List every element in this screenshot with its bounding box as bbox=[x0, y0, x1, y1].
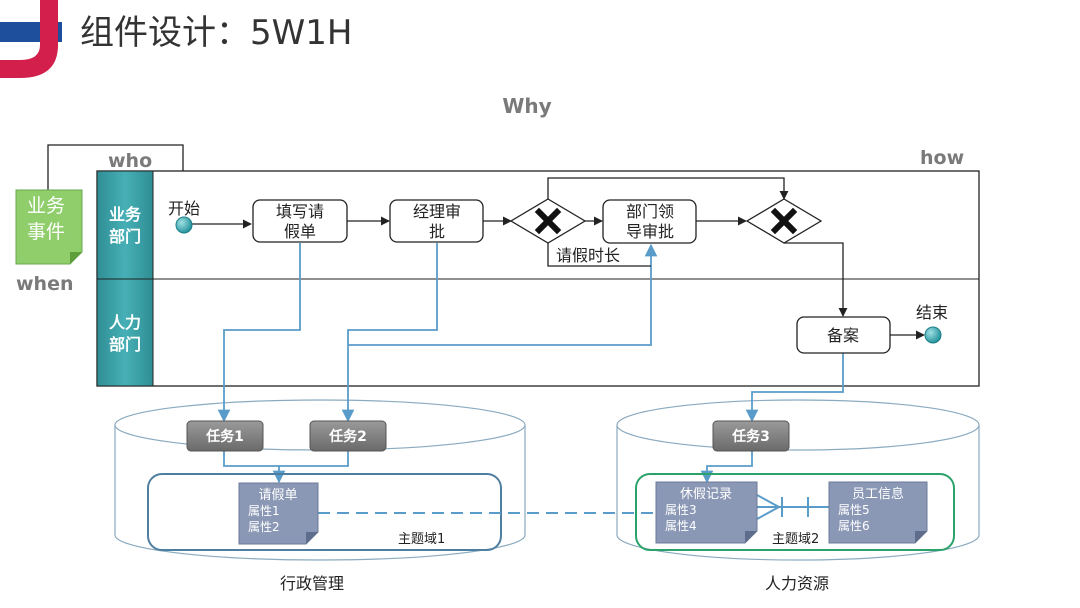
gateway-x-icon bbox=[534, 207, 562, 235]
brand-logo bbox=[0, 0, 62, 78]
label-when: when bbox=[16, 273, 74, 295]
entity-employee-attr2: 属性6 bbox=[838, 519, 870, 533]
connector-step1-task1 bbox=[217, 243, 301, 423]
activity-fill-form: 填写请 假单 bbox=[252, 199, 348, 243]
swimlane-pool: 业务 部门 人力 部门 bbox=[96, 170, 980, 387]
lane-hr-line1: 人力 bbox=[109, 313, 141, 332]
relation-record-employee bbox=[756, 494, 829, 520]
entity-leave-form: 请假单 属性1 属性2 bbox=[238, 482, 319, 545]
entity-leave-record: 休假记录 属性3 属性4 bbox=[655, 481, 758, 544]
activity-fill-form-line1: 填写请 bbox=[276, 202, 324, 221]
task-2: 任务2 bbox=[309, 420, 387, 452]
lane-header-business bbox=[96, 170, 154, 280]
task-3-label: 任务3 bbox=[731, 428, 770, 445]
activity-manager-line2: 批 bbox=[429, 222, 445, 241]
entity-leave-form-name: 请假单 bbox=[258, 488, 297, 503]
subject-domain-2 bbox=[635, 473, 955, 551]
start-event bbox=[175, 216, 193, 234]
start-label: 开始 bbox=[168, 199, 200, 218]
entity-leave-record-attr2: 属性4 bbox=[665, 519, 697, 533]
connector-task2-step3 bbox=[348, 243, 658, 346]
entity-leave-record-attr1: 属性3 bbox=[665, 503, 697, 517]
activity-fill-form-line2: 假单 bbox=[284, 222, 316, 241]
connector-step2-task2 bbox=[341, 243, 438, 423]
activity-archive-label: 备案 bbox=[827, 326, 859, 345]
entity-leave-record-name: 休假记录 bbox=[680, 487, 732, 502]
task-3: 任务3 bbox=[712, 420, 790, 452]
activity-dept-head-line2: 导审批 bbox=[626, 222, 674, 241]
condition-label: 请假时长 bbox=[556, 246, 620, 265]
connector-task2-entity bbox=[279, 451, 349, 467]
entity-employee-attr1: 属性5 bbox=[838, 503, 870, 517]
activity-archive: 备案 bbox=[796, 316, 891, 354]
task-2-label: 任务2 bbox=[328, 428, 367, 445]
label-how: how bbox=[920, 147, 964, 169]
entity-employee: 员工信息 属性5 属性6 bbox=[828, 481, 928, 544]
lane-business-line1: 业务 bbox=[109, 205, 142, 224]
end-event bbox=[924, 326, 942, 344]
gateway-exclusive-2 bbox=[745, 198, 823, 244]
activity-dept-head-line1: 部门领 bbox=[626, 202, 674, 221]
component-hr-label: 人力资源 bbox=[765, 574, 829, 593]
entity-leave-form-attr2: 属性2 bbox=[248, 520, 280, 534]
event-note-line2: 事件 bbox=[27, 221, 65, 243]
page-title: 组件设计：5W1H bbox=[80, 13, 352, 53]
task-1-label: 任务1 bbox=[205, 428, 244, 445]
component-admin-label: 行政管理 bbox=[280, 574, 344, 593]
subject-domain-1-label: 主题域1 bbox=[398, 532, 445, 547]
lane-business-line2: 部门 bbox=[109, 227, 141, 246]
event-note-line1: 业务 bbox=[27, 195, 65, 217]
activity-dept-head-approval: 部门领 导审批 bbox=[602, 199, 697, 244]
end-label: 结束 bbox=[916, 303, 948, 322]
process-flow bbox=[192, 177, 925, 340]
gateway-x-icon bbox=[770, 207, 798, 235]
entity-leave-form-attr1: 属性1 bbox=[248, 504, 280, 518]
task-1: 任务1 bbox=[186, 420, 264, 452]
activity-manager-line1: 经理审 bbox=[413, 202, 461, 221]
gateway-exclusive-1 bbox=[509, 198, 587, 244]
entity-employee-name: 员工信息 bbox=[852, 486, 904, 502]
activity-manager-approval: 经理审 批 bbox=[389, 199, 484, 243]
label-who: who bbox=[108, 150, 152, 172]
subject-domain-2-label: 主题域2 bbox=[772, 532, 819, 547]
lane-header-hr bbox=[96, 278, 154, 387]
business-event-note: 业务 事件 bbox=[15, 189, 83, 265]
label-why: Why bbox=[502, 94, 551, 118]
lane-hr-line2: 部门 bbox=[109, 335, 141, 354]
connector-step4-task3 bbox=[745, 353, 844, 423]
